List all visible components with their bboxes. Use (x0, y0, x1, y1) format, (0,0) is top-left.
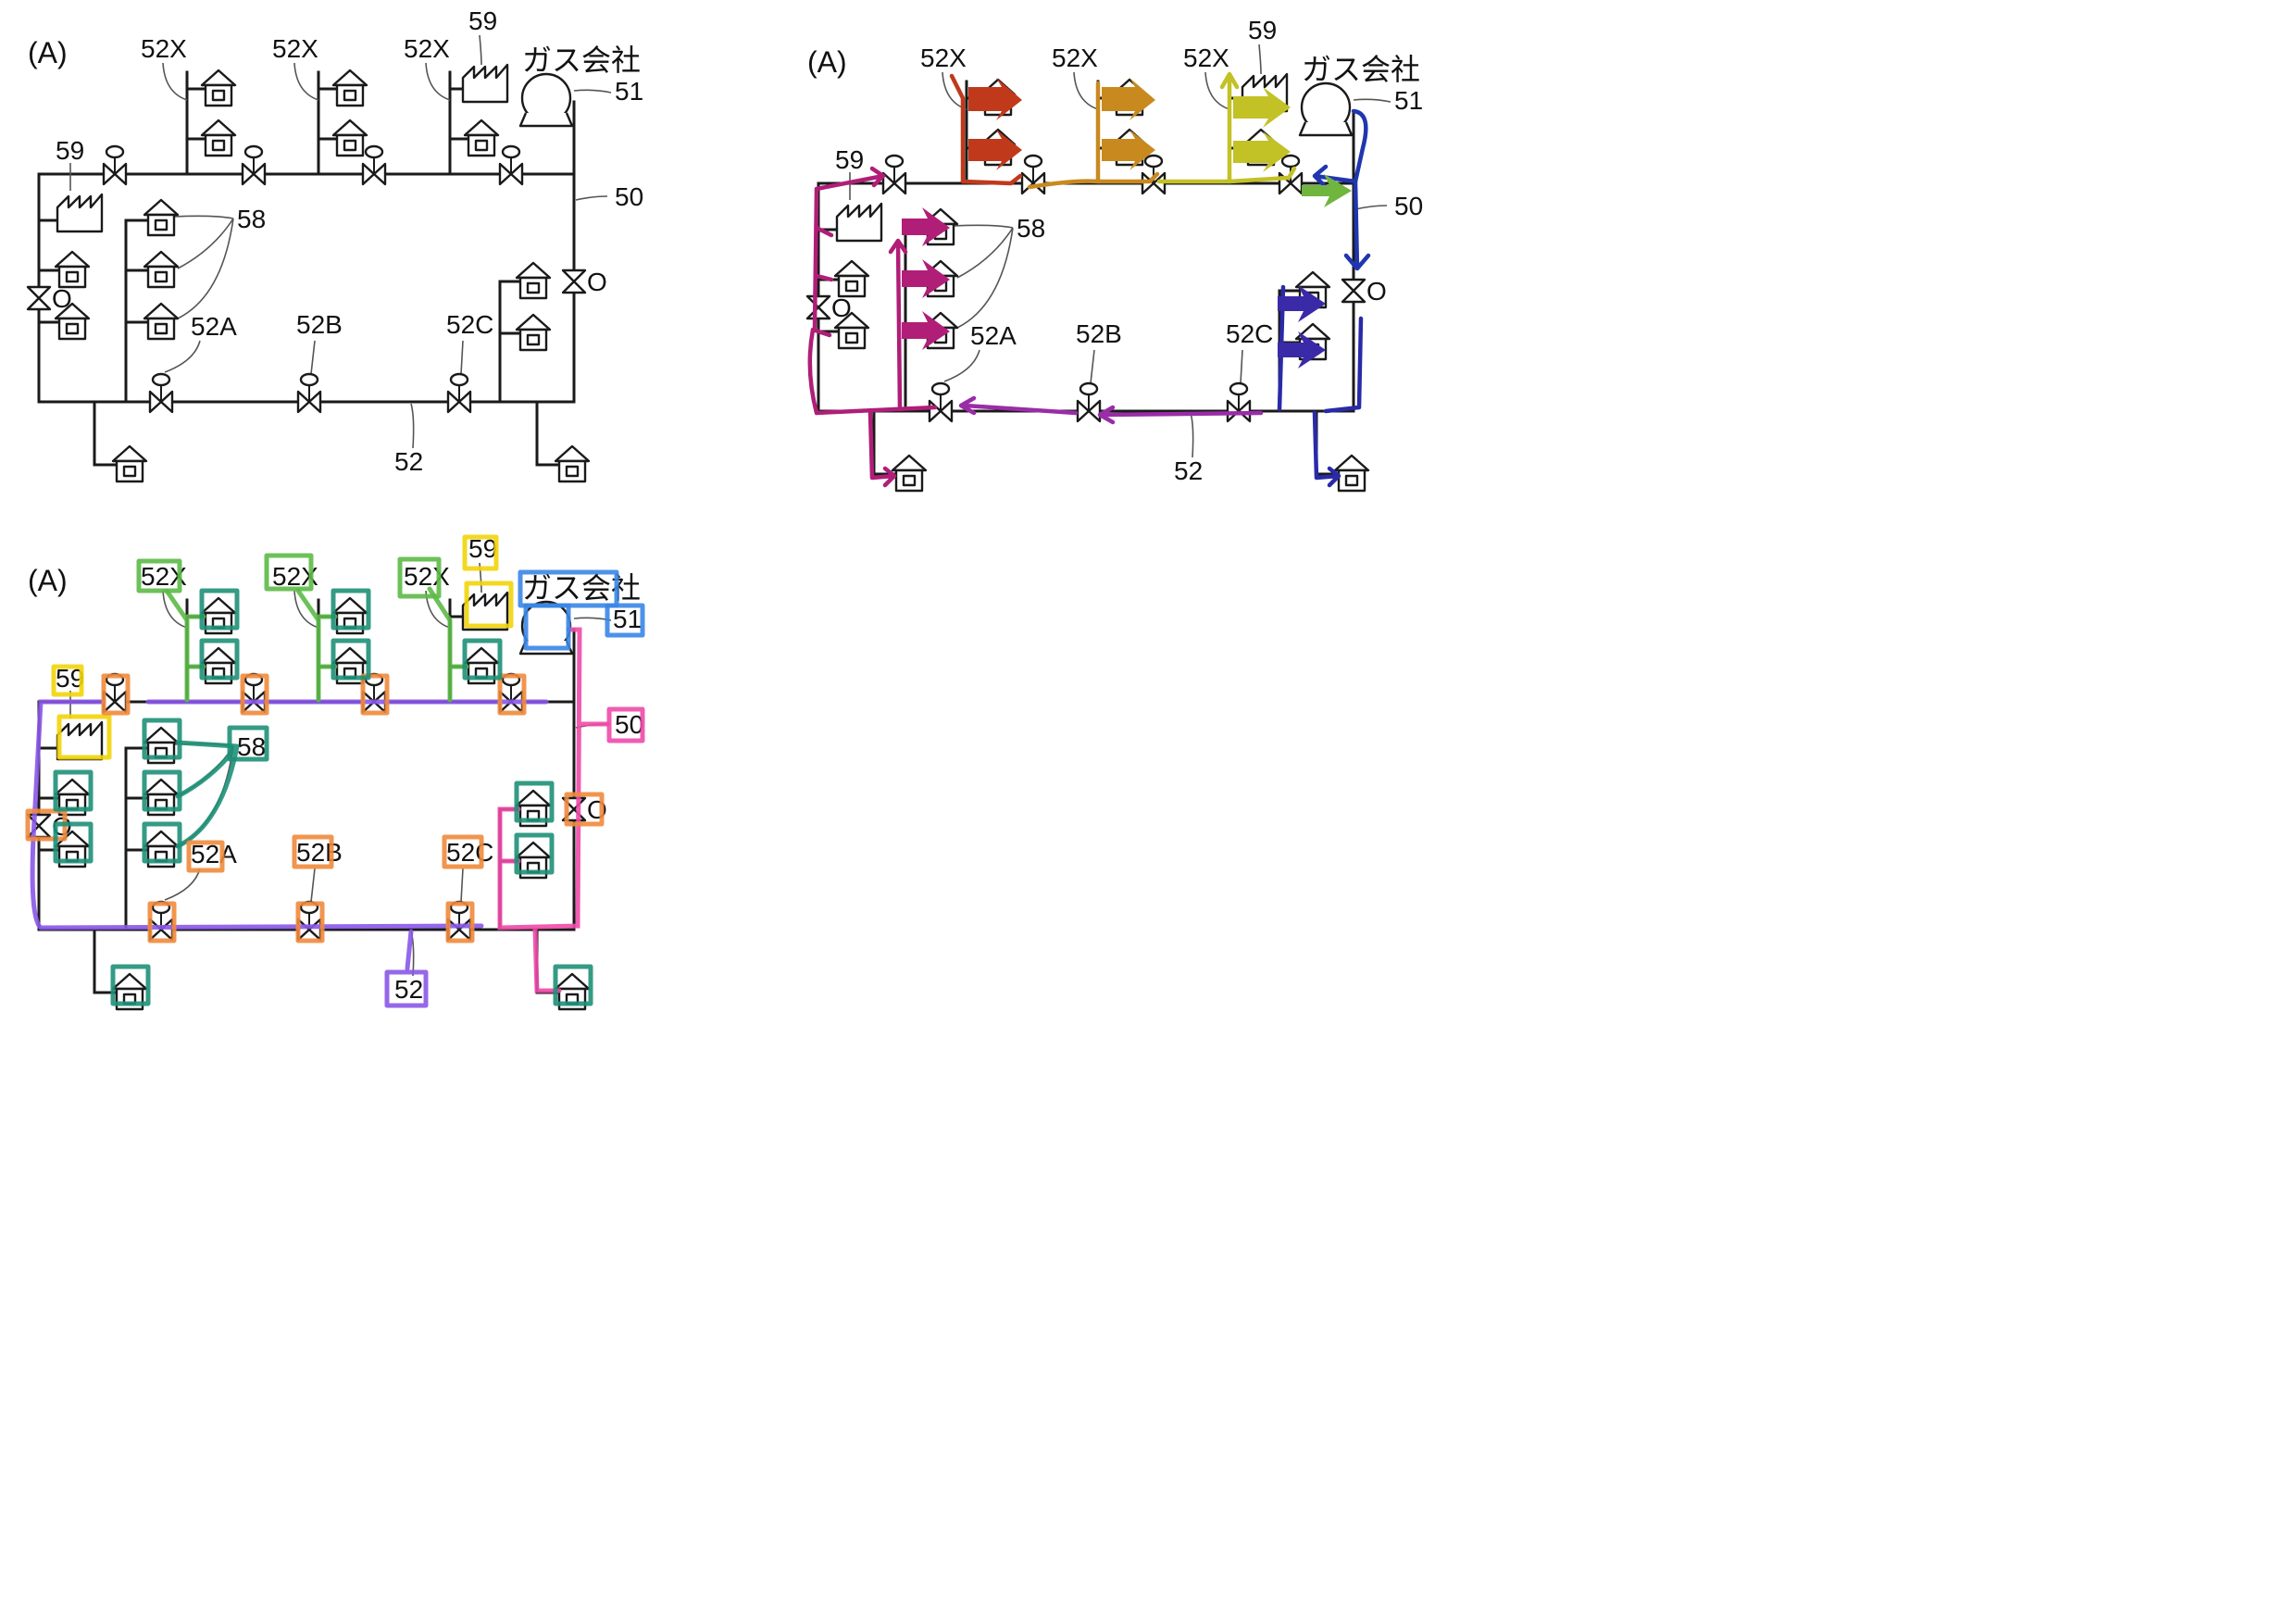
label-52a-flow: 52A (970, 321, 1017, 350)
box-house-11 (514, 781, 555, 823)
box-valve-3 (360, 673, 390, 716)
label-52c: 52C (446, 310, 493, 339)
label-52x-3: 52X (404, 34, 450, 63)
label-main-pipe-50: 50 (615, 182, 643, 211)
marker-boxes (25, 534, 645, 1008)
box-52x-1 (136, 558, 182, 593)
box-label-52b (292, 834, 334, 869)
box-house-7 (142, 769, 182, 812)
box-main-pipe-50 (606, 706, 645, 743)
flow-arrow-blue (1312, 108, 1371, 271)
label-gas-company-marked: ガス会社 (522, 571, 641, 605)
flow-arrow-purple (958, 395, 1264, 425)
panel-tag-flow: (A) (807, 45, 847, 79)
box-valve-4 (497, 673, 527, 716)
box-gas-source-51 (605, 603, 645, 638)
label-valve-open-right-marked: O (587, 795, 607, 824)
label-52a: 52A (191, 312, 237, 341)
label-gas-source-51: 51 (615, 77, 643, 106)
box-gas-holder (523, 603, 571, 651)
box-factory-left (56, 714, 112, 760)
label-main-pipe-50-marked: 50 (615, 710, 643, 739)
label-factory-59-left: 59 (56, 136, 84, 165)
highlight-right-side (497, 627, 610, 993)
box-valve-52c (445, 901, 475, 943)
label-52x-3-marked: 52X (404, 562, 450, 591)
label-52x-2: 52X (272, 34, 318, 63)
label-factory-59-top: 59 (468, 6, 497, 35)
box-house-5 (462, 638, 503, 681)
label-52c-marked: 52C (446, 838, 493, 867)
highlight-main-loop (30, 699, 549, 971)
box-52x-3 (397, 556, 442, 599)
pipe-network (28, 35, 611, 481)
box-factory-top (464, 581, 514, 629)
box-house-14 (553, 964, 593, 1006)
box-house-13 (110, 964, 151, 1006)
label-sub-pipe-52: 52 (394, 447, 423, 476)
flow-arrow-red (949, 73, 1023, 186)
label-52c-flow: 52C (1226, 319, 1273, 348)
box-houses-58 (227, 725, 269, 762)
box-label-52a (186, 840, 225, 873)
box-house-6 (142, 718, 182, 760)
label-52b-marked: 52B (296, 838, 343, 867)
label-factory-59-top-flow: 59 (1248, 16, 1277, 44)
label-52x-1: 52X (141, 34, 187, 63)
label-sub-pipe-52-flow: 52 (1174, 456, 1203, 485)
box-valve-1 (101, 673, 131, 716)
diagram-panel-plain: (A) 52X 52X 52X 59 ガス会社 51 50 59 58 52A … (28, 6, 643, 481)
box-valve-2 (240, 673, 269, 716)
label-52x-3-flow: 52X (1183, 44, 1229, 72)
label-gas-source-51-flow: 51 (1394, 86, 1423, 115)
box-house-10 (53, 821, 94, 864)
box-factory-59-top (462, 534, 499, 571)
box-house-9 (53, 769, 94, 812)
label-52x-2-flow: 52X (1052, 44, 1098, 72)
highlight-58-leaders (175, 740, 240, 849)
flow-arrow-magenta (807, 166, 950, 488)
box-sub-pipe-52 (384, 969, 429, 1008)
label-sub-pipe-52-marked: 52 (394, 975, 423, 1004)
flow-arrow-orange (1027, 78, 1160, 190)
highlight-52x-branches (164, 586, 469, 703)
label-valve-open-right: O (587, 268, 607, 296)
flow-arrow-green (1302, 174, 1352, 207)
box-house-4 (331, 638, 371, 681)
label-52b: 52B (296, 310, 343, 339)
box-house-1 (199, 588, 240, 631)
label-valve-open-left: O (52, 284, 72, 313)
box-valve-52a (147, 901, 177, 943)
label-main-pipe-50-flow: 50 (1394, 192, 1423, 220)
box-valve-right (564, 792, 605, 827)
label-gas-source-51-marked: 51 (613, 605, 642, 633)
panel-tag-marked: (A) (28, 564, 68, 597)
flow-arrow-indigo (1277, 284, 1364, 488)
diagram-panel-flow: (A) 52X 52X 52X 59 ガス会社 51 50 59 58 52A … (807, 16, 1423, 491)
box-house-12 (514, 832, 555, 875)
panel-tag: (A) (28, 36, 68, 69)
box-52x-2 (264, 553, 314, 592)
label-houses-58: 58 (237, 205, 266, 233)
label-52x-1-flow: 52X (920, 44, 967, 72)
label-gas-company: ガス会社 (522, 44, 641, 77)
label-valve-open-left-flow: O (831, 294, 852, 322)
label-factory-59-left-flow: 59 (835, 145, 864, 174)
label-houses-58-flow: 58 (1017, 214, 1045, 243)
box-label-52c (442, 834, 484, 869)
box-valve-52b (295, 901, 325, 943)
flow-arrow-olive (1156, 71, 1297, 184)
diagram-panel-marked: (A) 52X 52X 52X 59 ガス会社 51 50 59 58 52A … (25, 534, 645, 1009)
label-52b-flow: 52B (1076, 319, 1122, 348)
box-factory-59-left (51, 664, 84, 697)
box-house-3 (331, 588, 371, 631)
box-house-2 (199, 638, 240, 681)
box-house-8 (142, 821, 182, 864)
label-valve-open-right-flow: O (1366, 277, 1387, 306)
label-gas-company-flow: ガス会社 (1302, 53, 1420, 86)
label-houses-58-marked: 58 (237, 732, 266, 761)
